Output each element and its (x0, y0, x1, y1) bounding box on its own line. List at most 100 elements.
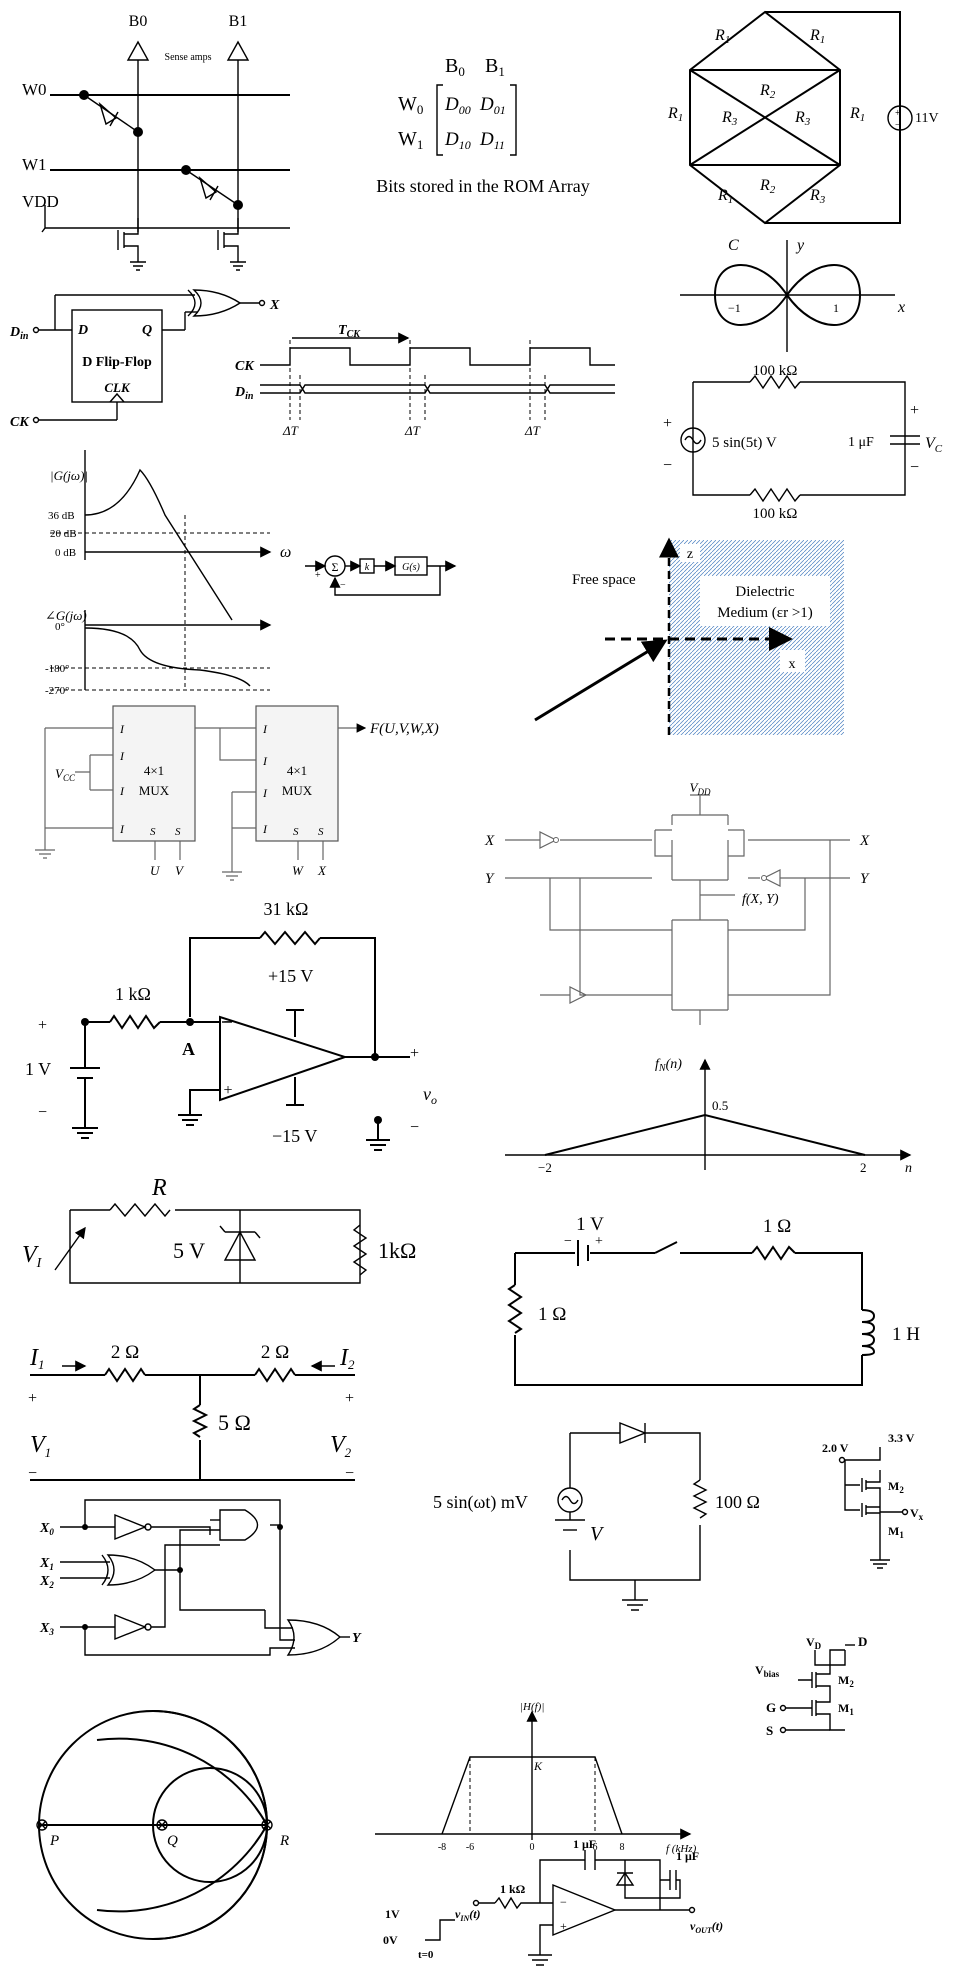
xor-gate-icon (106, 1554, 157, 1586)
cmos-y-out: Y (860, 871, 870, 887)
triangle-curve (544, 1113, 866, 1156)
opamp-vsrc: 1 V (25, 1059, 51, 1079)
mux2-s0: S (318, 826, 324, 838)
diode-circuit: 5 sin(ωt) mV V 100 Ω (433, 1421, 760, 1611)
axis-x: x (897, 299, 905, 316)
filter-curve (441, 1756, 623, 1835)
diode-icon (619, 1421, 647, 1445)
bridge-r2: R2 (759, 177, 776, 196)
ac-source-icon (680, 427, 706, 453)
int-c2: 1 μF (676, 1849, 699, 1863)
mux1-s1: S (150, 826, 156, 838)
matrix-b1: B1 (485, 55, 505, 79)
inductor-icon (861, 1309, 876, 1356)
rom-vdd: VDD (22, 192, 59, 211)
mux2-label2: MUX (282, 783, 313, 798)
smith-marker-q (156, 1819, 168, 1831)
timing-dt: ΔT (282, 423, 299, 438)
smith-p: P (49, 1833, 59, 1849)
dff-ck: CK (10, 415, 30, 430)
rom-diode-icon (83, 94, 139, 133)
mux-v: V (175, 863, 185, 878)
opamp-out-minus: − (410, 1119, 419, 1136)
logic-x2: X2 (39, 1574, 54, 1590)
mux1-s0: S (175, 826, 181, 838)
int-v1: 1V (385, 1907, 400, 1921)
tnet-v1-plus: + (28, 1390, 37, 1407)
t-network: I1 I2 2 Ω 2 Ω 5 Ω V1 V2 + − + − (28, 1342, 355, 1482)
ac-source-icon (557, 1487, 583, 1513)
matrix-d00: D00 (444, 94, 471, 117)
cascode-d: D (858, 1634, 867, 1649)
matrix-w1: W1 (398, 128, 423, 152)
bridge-r1: R1 (849, 105, 865, 124)
zener-circuit: R VI 5 V 1kΩ (22, 1175, 416, 1284)
rc-r-top: 100 kΩ (753, 363, 798, 379)
timing-dt: ΔT (524, 423, 541, 438)
filter-response-plot: |H(f)| K f (kHz) -8 -6 0 6 8 (375, 1701, 697, 1855)
matrix-d10: D10 (444, 129, 471, 152)
rc-plus: + (663, 415, 672, 432)
axis-y: y (795, 237, 805, 254)
bode-omega: ω (280, 544, 291, 561)
opamp-node-a: A (182, 1039, 195, 1059)
tnet-r3: 5 Ω (218, 1410, 251, 1435)
cascode-m2: M2 (838, 1673, 854, 1689)
rl-plus: + (595, 1234, 603, 1249)
zener-diode-icon (219, 1225, 261, 1261)
cascode-vd: VD (806, 1635, 822, 1651)
filter-tick: -8 (438, 1842, 446, 1853)
filter-h: |H(f)| (520, 1701, 544, 1713)
rom-w1: W1 (22, 155, 47, 174)
opamp-minus15: −15 V (272, 1126, 317, 1146)
rom-caption: Bits stored in the ROM Array (376, 176, 590, 196)
resistor-icon (692, 1479, 708, 1519)
bode-mag: |G(jω)| (50, 468, 88, 483)
rc-vc: VC (925, 435, 943, 455)
tick-neg1: −1 (728, 301, 741, 315)
smith-q: Q (167, 1833, 178, 1849)
matrix-b0: B0 (445, 55, 465, 79)
bridge-r1: R1 (717, 187, 733, 206)
cmos-vdd: VDD (690, 780, 711, 797)
bode-270deg: -270° (45, 685, 70, 697)
tnet-v2-minus: − (345, 1465, 354, 1482)
tnet-r1: 2 Ω (111, 1342, 139, 1363)
opamp-src-minus: − (38, 1104, 47, 1121)
tri-n: n (905, 1161, 912, 1176)
rc-source: 5 sin(5t) V (712, 435, 777, 451)
cmos-y-in: Y (485, 871, 495, 887)
dielectric-label-2: Medium (εr >1) (717, 605, 813, 621)
bridge-r1: R1 (809, 27, 825, 46)
bridge-r1: R1 (714, 27, 730, 46)
cmos-output: f(X, Y) (742, 892, 779, 907)
rom-b1: B1 (229, 13, 248, 30)
rom-diode-icon (185, 169, 239, 206)
rc-vc-minus: − (910, 459, 919, 476)
din-waveform (260, 384, 615, 394)
filter-k: K (533, 1759, 543, 1773)
dff-x: X (269, 298, 280, 313)
timing-dt: ΔT (404, 423, 421, 438)
ck-waveform (260, 347, 615, 366)
filter-tick: 0 (530, 1842, 535, 1853)
int-vout: vOUT(t) (690, 1919, 723, 1935)
cmos-x-out: X (859, 833, 870, 849)
bode-36db: 36 dB (48, 510, 75, 522)
tnet-i1: I1 (29, 1345, 45, 1372)
filter-tick: 6 (593, 1842, 598, 1853)
int-plus: + (560, 1919, 567, 1933)
logic-x1: X1 (39, 1556, 54, 1572)
inverter-icon (748, 839, 850, 887)
opamp-rf: 31 kΩ (264, 899, 309, 919)
resistor-icon (749, 487, 801, 503)
tri-fn: fN(n) (655, 1057, 682, 1074)
cascode-m1: M1 (838, 1701, 854, 1717)
mux-output: F(U,V,W,X) (369, 721, 439, 737)
timing-din: Din (234, 385, 254, 402)
smith-marker-r (261, 1819, 273, 1831)
mux1-box (112, 705, 196, 842)
bode-plot: |G(jω)| 36 dB 20 dB 0 dB ω ∠G(jω) 0° -18… (45, 450, 291, 697)
rom-transistor-icon (117, 218, 146, 271)
